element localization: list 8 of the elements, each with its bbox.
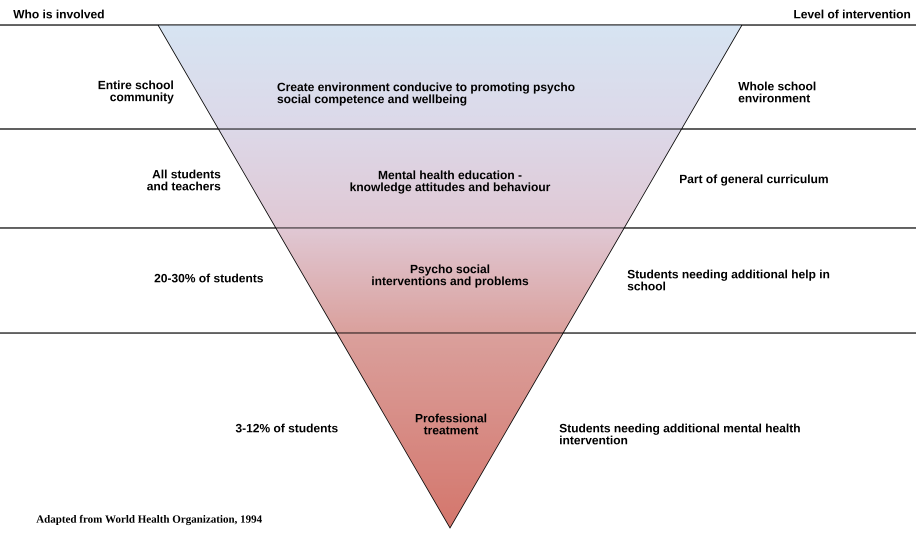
side-label: All students and teachers (147, 170, 220, 190)
side-label: 3-12% of students (236, 424, 338, 432)
source-caption: Adapted from World Health Organization, 1994 (36, 514, 262, 526)
side-label: Part of general curriculum (680, 174, 828, 186)
side-label: Who is involved (13, 10, 104, 18)
pyramid-band: Psycho social interventions and problems (275, 228, 625, 334)
side-label: 20-30% of students (154, 274, 263, 282)
side-label: Level of intervention (794, 10, 910, 18)
